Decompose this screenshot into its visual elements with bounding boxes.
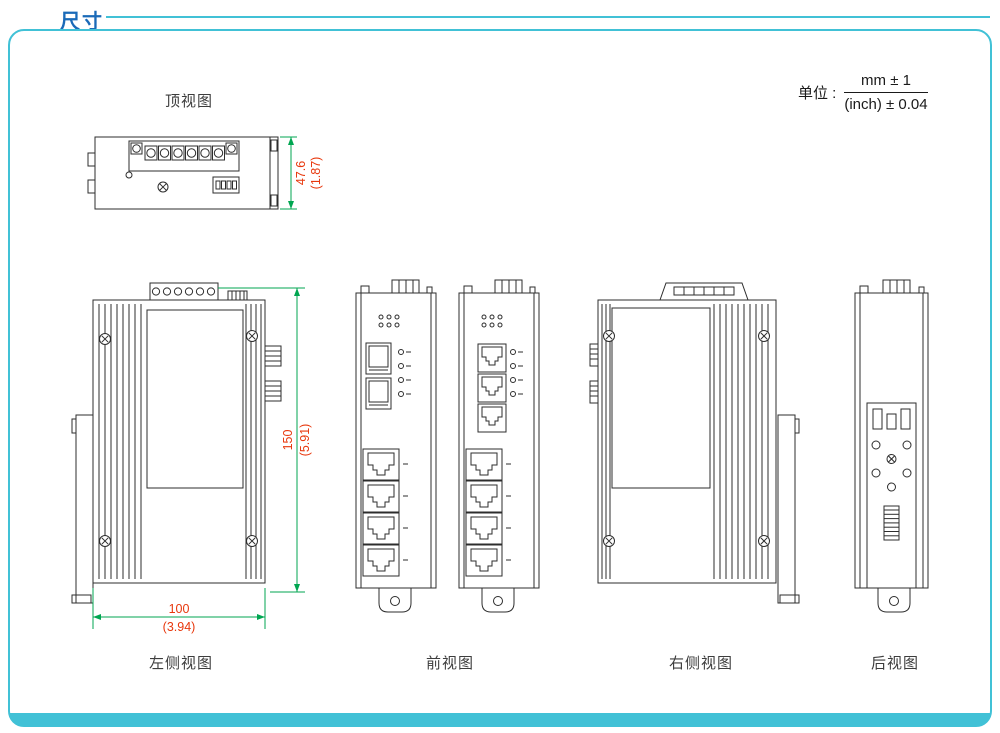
device-body (87, 136, 279, 210)
drawing-frame (8, 29, 992, 727)
page-title: 尺寸 (60, 11, 104, 33)
rj45-uplink-ports (477, 343, 507, 433)
rj45-ports (465, 448, 511, 577)
grounding-screw (157, 181, 169, 193)
unit-mm: mm ± 1 (844, 72, 928, 93)
side-panel (146, 309, 244, 489)
screw (246, 535, 258, 547)
mounting-tab (481, 587, 515, 613)
sfp-latch-tabs (264, 345, 282, 402)
dimension-width: 100 (3.94) (92, 588, 266, 634)
dip-switch (212, 176, 240, 194)
sfp-cage (365, 377, 392, 410)
unit-note: 单位 : mm ± 1 (inch) ± 0.04 (798, 72, 928, 113)
rj45-ports (362, 448, 408, 577)
screw (758, 330, 770, 342)
frame-bottom-bar (9, 713, 991, 726)
led-indicators (481, 314, 503, 328)
mounting-tab (378, 587, 412, 613)
port-leds (398, 349, 411, 397)
left-view-label: 左侧视图 (148, 655, 213, 672)
heatsink-fins (98, 304, 262, 579)
dimension-depth-mm: 47.6 (294, 161, 308, 185)
sfp-latch-tabs (589, 343, 599, 404)
right-side-view-drawing (589, 282, 800, 604)
right-view-label: 右侧视图 (668, 655, 733, 672)
top-connector (659, 282, 749, 301)
screw (99, 333, 111, 345)
dimension-height-inch: (5.91) (298, 424, 312, 457)
led-indicators (378, 314, 400, 328)
heatsink-fins (601, 304, 769, 579)
reset-hole (125, 171, 133, 179)
rear-view-label: 后视图 (870, 655, 919, 672)
unit-label: 单位 : (798, 85, 837, 102)
clip-spring (883, 505, 900, 541)
unit-inch: (inch) ± 0.04 (844, 96, 928, 113)
din-rail-clip (777, 414, 800, 604)
device-body (854, 279, 929, 589)
front-view-label: 前视图 (425, 655, 474, 672)
dimension-height-mm: 150 (281, 430, 295, 451)
rear-view-drawing (854, 279, 929, 613)
screw (758, 535, 770, 547)
device-body (597, 299, 777, 584)
front-panel-fiber (355, 279, 437, 613)
dimension-width-inch: (3.94) (163, 620, 196, 634)
sfp-cage (365, 342, 392, 375)
header-rule (106, 16, 990, 18)
din-rail-clip (71, 414, 94, 604)
screw (246, 330, 258, 342)
screw (99, 535, 111, 547)
terminal-block (149, 282, 219, 301)
dimension-depth: 47.6 (1.87) (280, 136, 323, 210)
unit-fraction: mm ± 1 (inch) ± 0.04 (844, 72, 928, 113)
top-view-drawing: 47.6 (1.87) (87, 136, 323, 210)
din-rail-bracket (866, 402, 917, 589)
front-panel-copper (458, 279, 540, 613)
port-leds (510, 349, 523, 397)
top-connector (227, 290, 248, 301)
terminal-block (128, 140, 240, 172)
dimension-width-mm: 100 (169, 602, 190, 616)
din-clip-profile (87, 152, 96, 167)
left-side-view-drawing: 150 (5.91) 100 (3.94) (71, 282, 312, 634)
side-panel (611, 307, 711, 489)
dimension-height: 150 (5.91) (218, 287, 312, 593)
screw (603, 535, 615, 547)
top-view-label: 顶视图 (164, 93, 213, 110)
front-view-drawing (355, 279, 540, 613)
screw (603, 330, 615, 342)
mounting-tab (877, 587, 911, 613)
dimension-depth-inch: (1.87) (309, 157, 323, 190)
